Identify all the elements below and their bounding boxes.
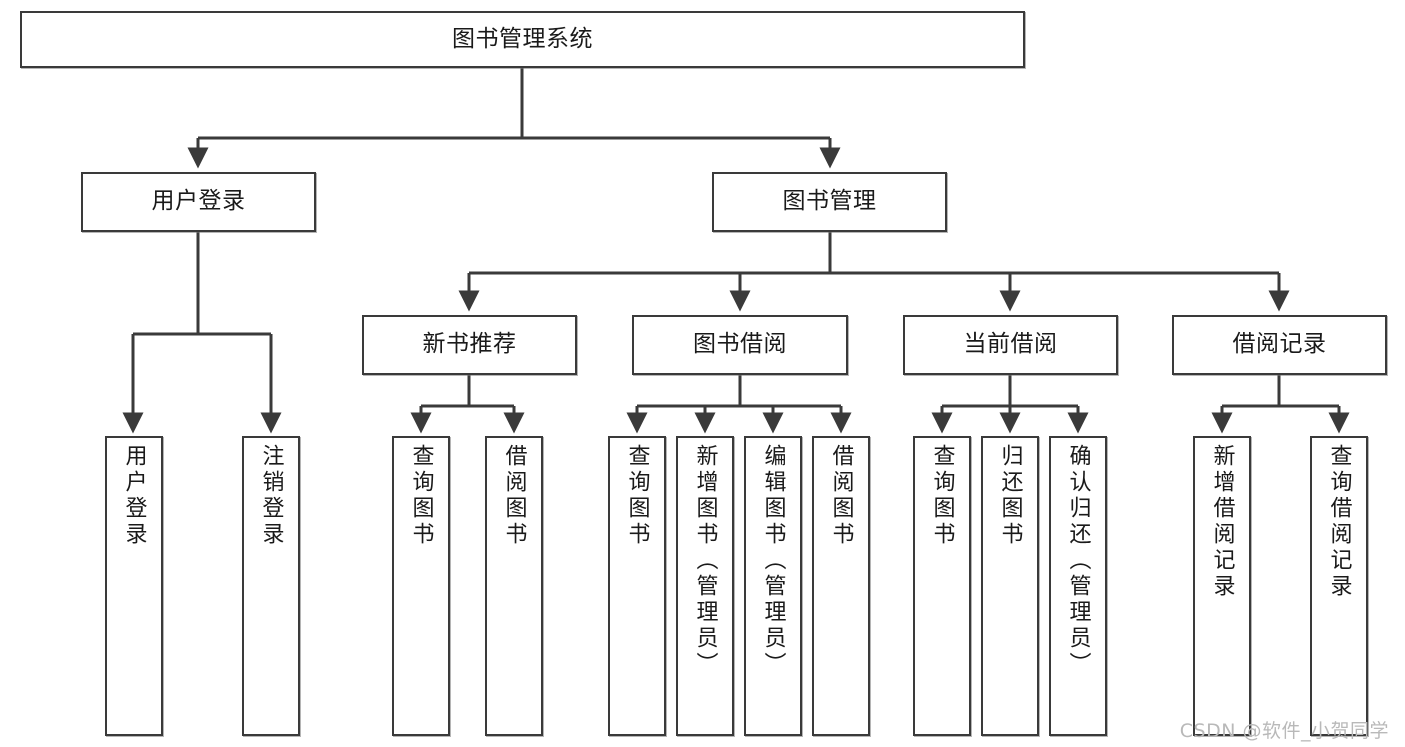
node-current-borrow-label: 当前借阅 [963,331,1058,358]
leaf-new-book-rec-1[interactable]: 查询图书 [392,436,450,736]
leaf-book-borrow-4[interactable]: 借阅图书 [812,436,870,736]
leaf-new-book-rec-2[interactable]: 借阅图书 [485,436,543,736]
node-current-borrow[interactable]: 当前借阅 [903,315,1118,375]
leaf-book-borrow-1-label: 查询图书 [624,444,650,548]
node-book-manage[interactable]: 图书管理 [712,172,947,232]
node-new-book-rec-label: 新书推荐 [422,331,517,358]
leaf-book-borrow-2-label: 新增图书（管理员） [692,444,718,678]
leaf-borrow-record-2-label: 查询借阅记录 [1326,444,1352,600]
leaf-new-book-rec-1-label: 查询图书 [408,444,434,548]
node-book-borrow[interactable]: 图书借阅 [632,315,848,375]
node-new-book-rec[interactable]: 新书推荐 [362,315,577,375]
leaf-book-borrow-3[interactable]: 编辑图书（管理员） [744,436,802,736]
node-user-login[interactable]: 用户登录 [81,172,316,232]
node-root[interactable]: 图书管理系统 [20,11,1025,68]
leaf-current-borrow-3[interactable]: 确认归还（管理员） [1049,436,1107,736]
leaf-book-borrow-3-label: 编辑图书（管理员） [760,444,786,678]
leaf-book-borrow-4-label: 借阅图书 [828,444,854,548]
leaf-user-login-1-label: 用户登录 [121,444,147,548]
leaf-user-login-2[interactable]: 注销登录 [242,436,300,736]
leaf-current-borrow-2[interactable]: 归还图书 [981,436,1039,736]
leaf-current-borrow-1-label: 查询图书 [929,444,955,548]
leaf-current-borrow-3-label: 确认归还（管理员） [1065,444,1091,678]
leaf-current-borrow-1[interactable]: 查询图书 [913,436,971,736]
watermark: CSDN @软件_小贺同学 [1179,720,1389,742]
leaf-borrow-record-2[interactable]: 查询借阅记录 [1310,436,1368,736]
leaf-user-login-1[interactable]: 用户登录 [105,436,163,736]
node-user-login-label: 用户登录 [151,188,246,215]
leaf-borrow-record-1[interactable]: 新增借阅记录 [1193,436,1251,736]
node-root-label: 图书管理系统 [452,25,593,52]
leaf-user-login-2-label: 注销登录 [258,444,284,548]
node-borrow-record[interactable]: 借阅记录 [1172,315,1387,375]
node-book-manage-label: 图书管理 [782,188,877,215]
leaf-borrow-record-1-label: 新增借阅记录 [1209,444,1235,600]
leaf-book-borrow-2[interactable]: 新增图书（管理员） [676,436,734,736]
node-book-borrow-label: 图书借阅 [693,331,787,358]
leaf-book-borrow-1[interactable]: 查询图书 [608,436,666,736]
node-borrow-record-label: 借阅记录 [1232,331,1327,358]
leaf-current-borrow-2-label: 归还图书 [997,444,1023,548]
leaf-new-book-rec-2-label: 借阅图书 [501,444,527,548]
